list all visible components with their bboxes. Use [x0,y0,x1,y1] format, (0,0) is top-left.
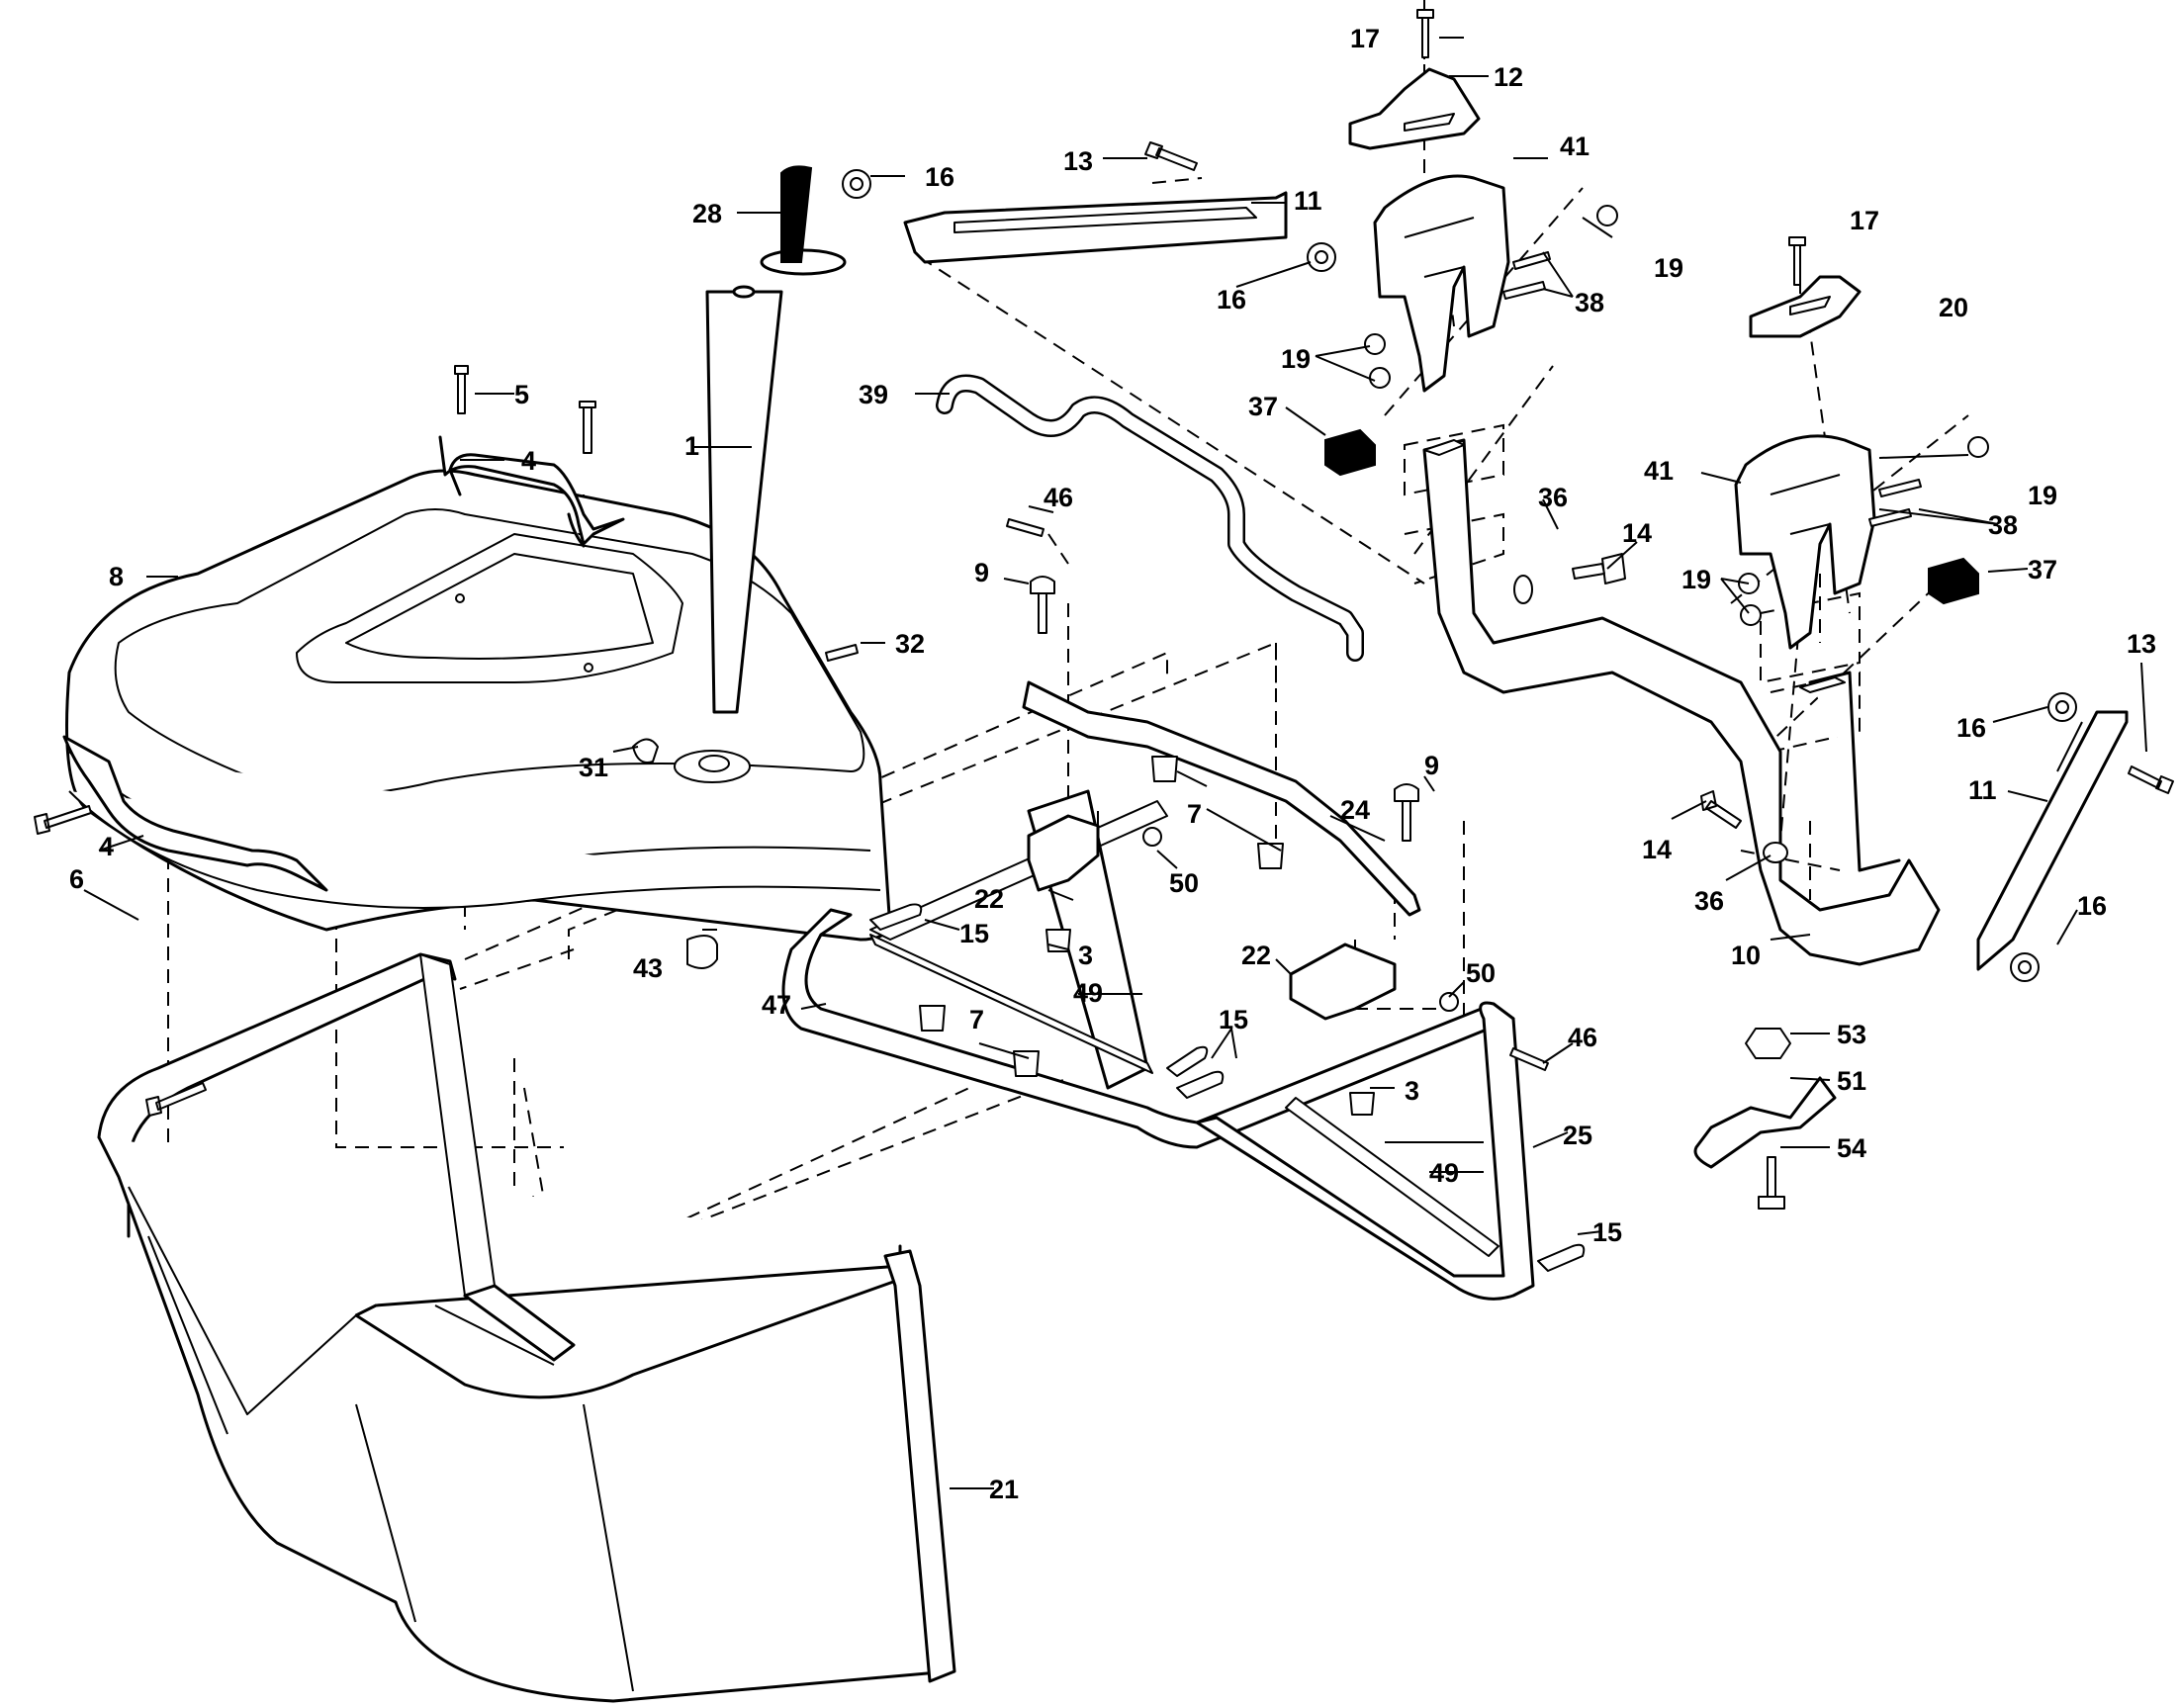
label-part-46: 46 [1044,483,1073,512]
label-part-13: 13 [1063,146,1093,176]
part-22-left-bracket [1027,814,1100,892]
label-part-8: 8 [109,562,124,591]
label-part-19: 19 [2028,481,2057,510]
label-part-1: 1 [684,431,699,461]
part-51-bracket [1693,1076,1837,1169]
part-1-handle-rod [705,285,783,714]
label-part-16: 16 [1217,285,1246,315]
part-41-lower-mount [1734,434,1876,650]
label-part-16: 16 [1956,713,1986,743]
part-21-grass-bag [97,952,956,1703]
label-part-14: 14 [1642,835,1672,864]
part-11-upper-strap [903,191,1288,264]
label-part-19: 19 [1281,344,1311,374]
part-28-handle-grip [760,165,847,276]
label-part-4: 4 [99,832,114,861]
label-part-12: 12 [1494,62,1523,92]
part-43-plug [686,935,718,969]
part-4-top-handle [438,435,625,548]
part-8-top-cover [65,469,892,942]
label-part-10: 10 [1731,941,1761,970]
label-part-36: 36 [1538,483,1568,512]
label-part-31: 31 [579,753,608,782]
label-part-15: 15 [1592,1217,1622,1247]
part-25-rear-frame [1195,1001,1535,1301]
part-20-upper-bracket [1749,275,1862,338]
label-part-51: 51 [1837,1066,1866,1096]
label-part-15: 15 [959,919,989,948]
part-49-upper-rod [869,934,1153,1074]
label-part-7: 7 [1187,799,1202,829]
label-part-11: 11 [1294,186,1322,216]
part-labels: 1 3 3 4 4 5 6 7 7 8 9 9 10 11 11 12 13 1… [69,24,2156,1504]
label-part-37: 37 [1248,392,1278,421]
part-39-spring-rod [936,374,1364,662]
label-part-9: 9 [974,558,989,587]
label-part-14: 14 [1622,518,1652,548]
label-part-13: 13 [2127,629,2156,659]
label-part-24: 24 [1340,795,1370,825]
label-part-37: 37 [2028,555,2057,584]
label-part-7: 7 [969,1005,984,1034]
label-part-4: 4 [521,446,536,476]
label-part-50: 50 [1169,868,1199,898]
part-4-side-handle [62,735,328,892]
label-part-22: 22 [974,884,1004,914]
label-part-47: 47 [762,990,791,1020]
label-part-38: 38 [1575,288,1604,317]
label-part-25: 25 [1563,1121,1592,1150]
label-part-19: 19 [1654,253,1683,283]
part-24-rod [1022,680,1421,917]
label-part-32: 32 [895,629,925,659]
leader-lines [83,37,2147,1489]
label-part-49: 49 [1429,1158,1459,1188]
label-part-46: 46 [1568,1023,1597,1052]
label-part-3: 3 [1405,1076,1419,1106]
label-part-15: 15 [1219,1005,1248,1034]
part-10-main-frame [1422,438,1941,966]
label-part-41: 41 [1560,132,1590,161]
label-part-22: 22 [1241,941,1271,970]
label-part-39: 39 [859,380,888,409]
part-12-upper-bracket [1348,67,1481,150]
label-part-6: 6 [69,864,84,894]
label-part-49: 49 [1073,978,1103,1008]
part-37-cap [1324,428,1376,477]
label-part-3: 3 [1078,941,1093,970]
label-part-19: 19 [1681,565,1711,594]
label-part-11: 11 [1968,775,1997,805]
label-part-5: 5 [514,380,529,409]
label-part-53: 53 [1837,1020,1866,1049]
label-part-54: 54 [1837,1133,1866,1163]
label-part-38: 38 [1988,510,2018,540]
label-part-36: 36 [1694,886,1724,916]
label-part-9: 9 [1424,751,1439,780]
label-part-17: 17 [1850,206,1879,235]
label-part-16: 16 [2077,891,2107,921]
label-part-50: 50 [1466,958,1496,988]
label-part-17: 17 [1350,24,1380,53]
label-part-20: 20 [1939,293,1968,322]
part-41-upper-mount [1373,174,1510,393]
label-part-43: 43 [633,953,663,983]
part-11-side-strap [1976,710,2129,971]
label-part-16: 16 [925,162,954,192]
part-22-right-bracket [1289,943,1397,1021]
part-37-cap [1928,557,1979,605]
hardware-fasteners [34,9,2174,1272]
label-part-41: 41 [1644,456,1674,486]
label-part-21: 21 [989,1475,1019,1504]
label-part-28: 28 [692,199,722,228]
